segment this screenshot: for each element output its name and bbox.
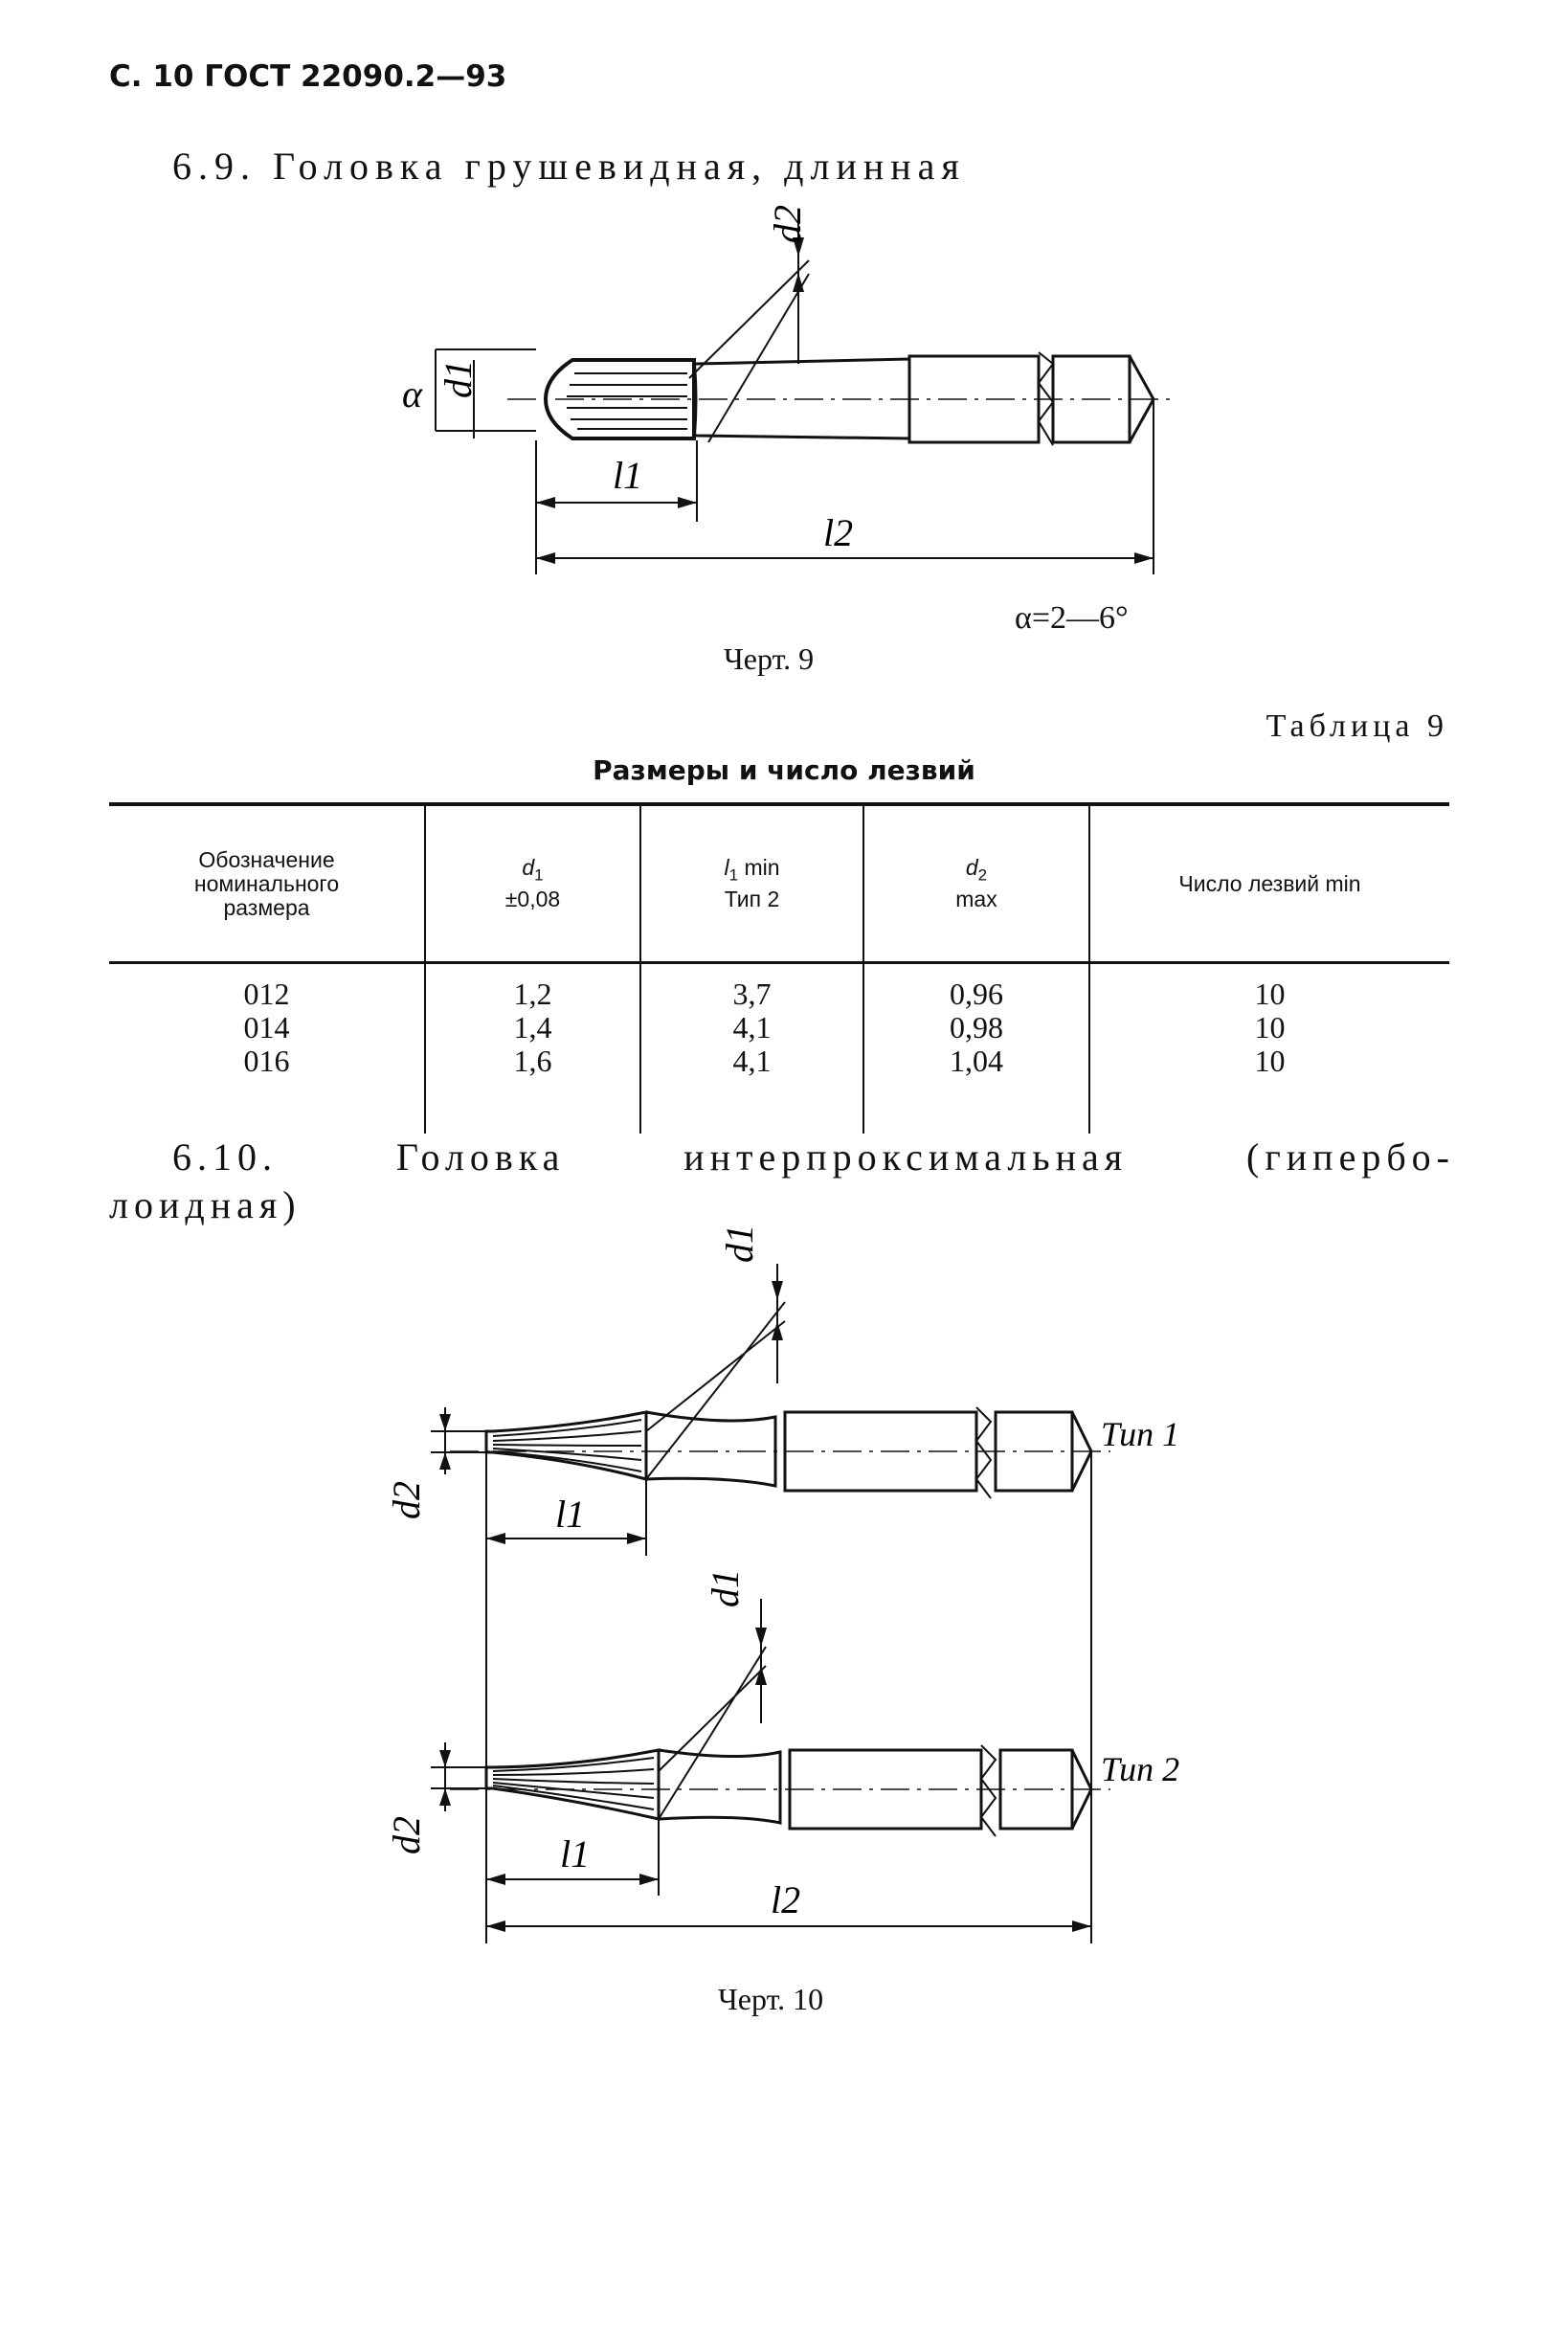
section-6-10-title-line1: 6.10. Головка интерпроксимальная (гиперб…: [172, 1135, 1455, 1179]
table-header-row: Обозначение номинального размера d1 ±0,0…: [109, 802, 1449, 964]
drawing-9: α d1 d2 l1 l2: [402, 205, 1177, 574]
angle-note: α=2—6°: [1015, 600, 1129, 636]
type1-bur: [450, 1406, 1110, 1499]
table-9: Обозначение номинального размера d1 ±0,0…: [109, 802, 1449, 1134]
header-blade-count: Число лезвий min: [1088, 802, 1449, 964]
table-9-label: Таблица 9: [1266, 708, 1448, 744]
label-d2-type1: d2: [385, 1481, 428, 1519]
table-9-title: Размеры и число лезвий: [593, 754, 975, 786]
label-alpha-9: α: [402, 372, 423, 416]
header-designation: Обозначение номинального размера: [109, 802, 425, 964]
header-d2: d2 max: [862, 802, 1089, 964]
label-l1-9: l1: [613, 454, 642, 497]
label-d1-9: d1: [437, 360, 480, 398]
page-header: С. 10 ГОСТ 22090.2—93: [109, 59, 507, 94]
type2-bur: [450, 1744, 1110, 1837]
drawing-10: Тип 1 Тип 2 d2 d2 d1 d1 l1 l1 l2: [385, 1225, 1179, 1943]
figure-9-caption: Черт. 9: [724, 641, 815, 676]
label-type-2: Тип 2: [1101, 1750, 1179, 1788]
label-d1-type2: d1: [704, 1569, 747, 1607]
label-l1-type2: l1: [560, 1832, 590, 1876]
header-l1: l1 min Тип 2: [639, 802, 863, 964]
label-l2-9: l2: [823, 511, 853, 554]
label-d1-type1: d1: [718, 1225, 761, 1263]
label-d2-9: d2: [766, 205, 809, 243]
figure-10-caption: Черт. 10: [718, 1982, 824, 2016]
label-type-1: Тип 1: [1101, 1415, 1179, 1453]
label-l2: l2: [771, 1878, 800, 1921]
header-d1: d1 ±0,08: [424, 802, 640, 964]
label-l1-type1: l1: [555, 1493, 585, 1536]
section-6-10-title-line2: лоидная): [109, 1183, 302, 1226]
section-6-9-title: 6.9. Головка грушевидная, длинная: [172, 145, 966, 188]
label-d2-type2: d2: [385, 1816, 428, 1854]
